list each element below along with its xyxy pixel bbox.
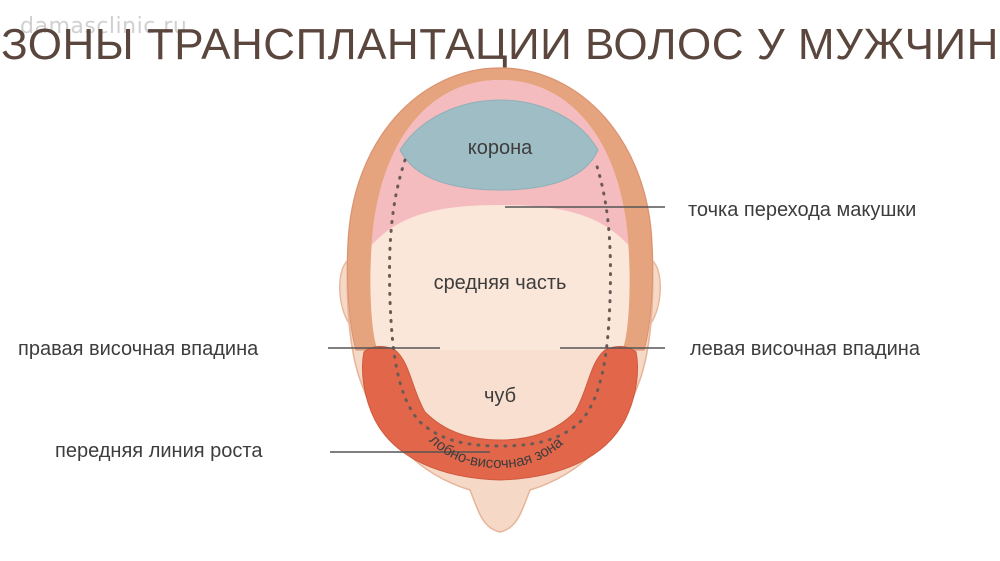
- left-temporal-recess-label: левая височная впадина: [690, 338, 920, 360]
- crown-label: корона: [468, 137, 533, 159]
- crown-zone: [399, 99, 599, 191]
- forelock-zone: [378, 350, 622, 445]
- frontotemporal-zone: [362, 346, 638, 481]
- watermark: damasclinic.ru: [20, 14, 188, 39]
- middle-zone: [380, 208, 620, 350]
- right-temporal-recess-label: правая височная впадина: [18, 338, 259, 360]
- front-hairline-label: передняя линия роста: [55, 440, 263, 462]
- vertex-transition-label: точка перехода макушки: [688, 199, 917, 221]
- forelock-label: чуб: [484, 385, 516, 407]
- page-title: ЗОНЫ ТРАНСПЛАНТАЦИИ ВОЛОС У МУЖЧИН: [1, 20, 999, 69]
- dotted-boundary: [388, 158, 612, 448]
- middle-label: средняя часть: [434, 272, 567, 294]
